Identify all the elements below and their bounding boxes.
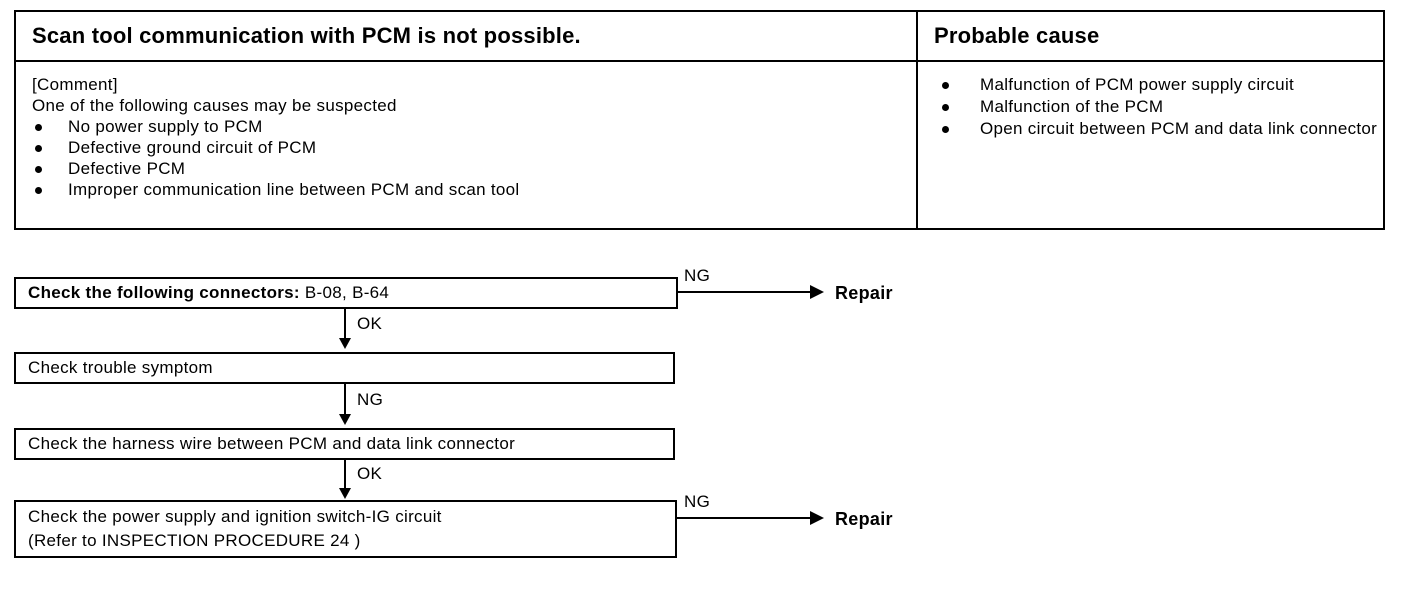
bullet-dot-icon — [942, 104, 949, 111]
list-item: Improper communication line between PCM … — [32, 179, 916, 200]
connector-arrow-head-3 — [339, 488, 351, 499]
bullet-dot-icon — [35, 187, 42, 194]
body-cell-comment: [Comment] One of the following causes ma… — [16, 62, 918, 228]
bullet-dot-icon — [35, 145, 42, 152]
flow-step-check-harness-wire[interactable]: Check the harness wire between PCM and d… — [14, 428, 675, 460]
list-item-label: Open circuit between PCM and data link c… — [980, 119, 1378, 138]
list-item-label: Defective PCM — [68, 159, 186, 178]
probable-cause-title: Probable cause — [934, 22, 1100, 48]
bullet-dot-icon — [35, 124, 42, 131]
result-repair-2: Repair — [835, 509, 893, 529]
edge-label-ng-2: NG — [357, 390, 384, 409]
edge-label-ok-1: OK — [357, 314, 383, 333]
flow-step-1-label-rest: B-08, B-64 — [299, 283, 390, 302]
connector-arrow-head-1 — [339, 338, 351, 349]
connector-line-2 — [344, 384, 346, 416]
table-body-row: [Comment] One of the following causes ma… — [16, 62, 1383, 228]
bullet-dot-icon — [35, 166, 42, 173]
list-item: Malfunction of the PCM — [934, 96, 1383, 118]
list-item: No power supply to PCM — [32, 116, 916, 137]
flow-step-check-connectors[interactable]: Check the following connectors: B-08, B-… — [14, 277, 678, 309]
list-item: Malfunction of PCM power supply circuit — [934, 74, 1383, 96]
header-cell-probable-cause: Probable cause — [918, 12, 1383, 62]
comment-intro: One of the following causes may be suspe… — [32, 96, 397, 115]
list-item-label: Malfunction of the PCM — [980, 97, 1164, 116]
connector-line-1 — [344, 309, 346, 341]
flow-step-1-label: Check the following connectors: B-08, B-… — [28, 281, 676, 305]
flow-step-check-power-supply[interactable]: Check the power supply and ignition swit… — [14, 500, 677, 558]
bullet-dot-icon — [942, 126, 949, 133]
list-item: Defective ground circuit of PCM — [32, 137, 916, 158]
suspected-cause-list: No power supply to PCM Defective ground … — [32, 116, 916, 200]
list-item-label: No power supply to PCM — [68, 117, 263, 136]
result-repair-1: Repair — [835, 283, 893, 303]
connector-arrow-head-2 — [339, 414, 351, 425]
probable-cause-list: Malfunction of PCM power supply circuit … — [934, 74, 1383, 140]
edge-label-ng-4: NG — [684, 492, 711, 511]
list-item-label: Defective ground circuit of PCM — [68, 138, 317, 157]
list-item-label: Malfunction of PCM power supply circuit — [980, 75, 1295, 94]
list-item: Open circuit between PCM and data link c… — [934, 118, 1383, 140]
flow-step-4-label-line2: (Refer to INSPECTION PROCEDURE 24 ) — [28, 531, 361, 550]
flow-step-3-label: Check the harness wire between PCM and d… — [28, 434, 516, 453]
comment-tag: [Comment] — [32, 75, 118, 94]
list-item: Defective PCM — [32, 158, 916, 179]
edge-label-ok-3: OK — [357, 464, 383, 483]
symptom-probable-cause-table: Scan tool communication with PCM is not … — [14, 10, 1385, 230]
flow-step-1-label-bold: Check the following connectors: — [28, 283, 300, 302]
bullet-dot-icon — [942, 82, 949, 89]
list-item-label: Improper communication line between PCM … — [68, 180, 520, 199]
branch-line-1 — [678, 291, 812, 293]
branch-line-2 — [677, 517, 812, 519]
header-cell-symptom: Scan tool communication with PCM is not … — [16, 12, 918, 62]
flow-step-check-trouble-symptom[interactable]: Check trouble symptom — [14, 352, 675, 384]
edge-label-ng-1: NG — [684, 266, 711, 285]
body-cell-probable-cause: Malfunction of PCM power supply circuit … — [918, 62, 1383, 228]
branch-arrow-head-1 — [810, 285, 824, 299]
table-header-row: Scan tool communication with PCM is not … — [16, 12, 1383, 62]
branch-arrow-head-2 — [810, 511, 824, 525]
connector-line-3 — [344, 460, 346, 490]
flow-step-2-label: Check trouble symptom — [28, 358, 213, 377]
flow-step-4-label-line1: Check the power supply and ignition swit… — [28, 507, 442, 526]
symptom-title: Scan tool communication with PCM is not … — [32, 22, 581, 48]
